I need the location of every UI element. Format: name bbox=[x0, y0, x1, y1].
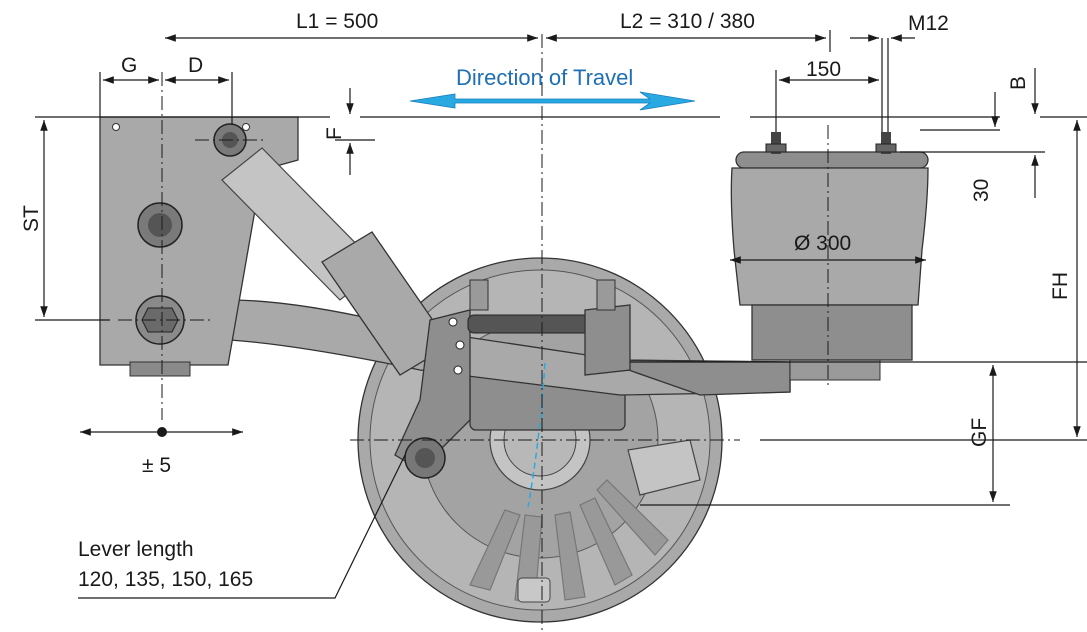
reference-lines bbox=[35, 30, 1087, 506]
dimension-l2-label: L2 = 310 / 380 bbox=[620, 10, 755, 33]
air-bellow bbox=[730, 132, 929, 381]
dimension-f-label: F bbox=[323, 127, 346, 140]
direction-of-travel-label: Direction of Travel bbox=[456, 65, 633, 90]
dimension-st-label: ST bbox=[20, 205, 43, 232]
direction-arrow bbox=[409, 91, 696, 111]
dimension-fh-label: FH bbox=[1049, 272, 1072, 300]
lever-length-values: 120, 135, 150, 165 bbox=[78, 568, 253, 591]
dimension-30-label: 30 bbox=[970, 179, 993, 202]
dimension-150-label: 150 bbox=[806, 58, 841, 81]
shock-absorber bbox=[221, 147, 451, 376]
dimension-gf-label: GF bbox=[968, 418, 991, 447]
dimension-l1-label: L1 = 500 bbox=[296, 10, 378, 33]
brake-lever bbox=[394, 279, 701, 496]
dimension-b-label: B bbox=[1007, 76, 1030, 90]
bellow-diameter-label: Ø 300 bbox=[794, 232, 851, 255]
lever-leader-line bbox=[78, 454, 406, 599]
dimension-lines bbox=[40, 34, 1081, 502]
dimension-m12-label: M12 bbox=[908, 12, 949, 35]
lever-length-title: Lever length bbox=[78, 538, 194, 561]
center-lines bbox=[118, 34, 829, 630]
dimension-g-label: G bbox=[121, 54, 137, 77]
tolerance-label: ± 5 bbox=[142, 454, 171, 477]
dimension-d-label: D bbox=[188, 54, 203, 77]
brake-line bbox=[527, 362, 546, 508]
